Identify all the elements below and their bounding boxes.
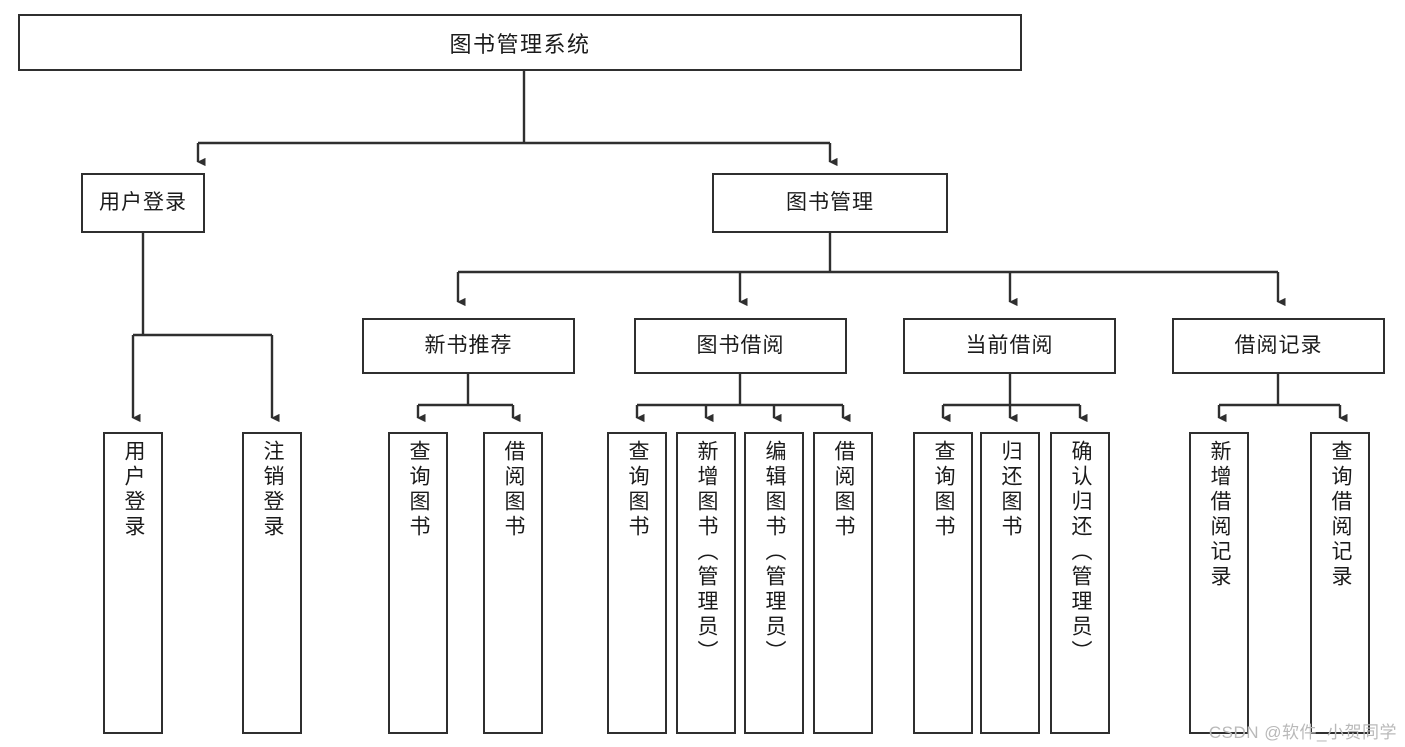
- node-label: 查询图书: [626, 440, 650, 540]
- node-label: 查询借阅记录: [1329, 440, 1353, 590]
- node-book-management[interactable]: 图书管理: [712, 173, 948, 233]
- node-label: 借阅图书: [832, 440, 856, 540]
- leaf-query-book-new[interactable]: 查询图书: [388, 432, 448, 734]
- node-label: 当前借阅: [965, 334, 1054, 358]
- leaf-add-book-admin[interactable]: 新增图书（管理员）: [676, 432, 736, 734]
- node-label: 用户登录: [99, 191, 187, 215]
- watermark: CSDN @软件_小贺同学: [1208, 723, 1397, 742]
- leaf-add-borrow-record[interactable]: 新增借阅记录: [1189, 432, 1249, 734]
- node-user-login[interactable]: 用户登录: [81, 173, 205, 233]
- node-label: 编辑图书（管理员）: [763, 440, 787, 665]
- node-label: 归还图书: [999, 440, 1023, 540]
- node-label: 图书管理系统: [449, 31, 591, 57]
- leaf-edit-book-admin[interactable]: 编辑图书（管理员）: [744, 432, 804, 734]
- node-label: 查询图书: [932, 440, 956, 540]
- node-label: 新增图书（管理员）: [695, 440, 719, 665]
- node-label: 图书借阅: [696, 334, 785, 358]
- node-label: 查询图书: [407, 440, 431, 540]
- node-book-borrow[interactable]: 图书借阅: [634, 318, 847, 374]
- node-label: 注销登录: [261, 440, 285, 540]
- leaf-query-book-current[interactable]: 查询图书: [913, 432, 973, 734]
- leaf-return-book[interactable]: 归还图书: [980, 432, 1040, 734]
- node-label: 借阅图书: [502, 440, 526, 540]
- node-label: 图书管理: [786, 191, 874, 215]
- node-label: 新增借阅记录: [1208, 440, 1232, 590]
- node-label: 新书推荐: [424, 334, 513, 358]
- leaf-query-book-borrow[interactable]: 查询图书: [607, 432, 667, 734]
- leaf-confirm-return-admin[interactable]: 确认归还（管理员）: [1050, 432, 1110, 734]
- leaf-query-borrow-record[interactable]: 查询借阅记录: [1310, 432, 1370, 734]
- leaf-borrow-book-new[interactable]: 借阅图书: [483, 432, 543, 734]
- leaf-user-login[interactable]: 用户登录: [103, 432, 163, 734]
- leaf-logout-login[interactable]: 注销登录: [242, 432, 302, 734]
- node-label: 确认归还（管理员）: [1069, 440, 1093, 665]
- leaf-borrow-book[interactable]: 借阅图书: [813, 432, 873, 734]
- node-label: 借阅记录: [1234, 334, 1323, 358]
- node-current-borrow[interactable]: 当前借阅: [903, 318, 1116, 374]
- node-borrow-record[interactable]: 借阅记录: [1172, 318, 1385, 374]
- node-root-system[interactable]: 图书管理系统: [18, 14, 1022, 71]
- node-label: 用户登录: [122, 440, 146, 540]
- node-new-book-recommend[interactable]: 新书推荐: [362, 318, 575, 374]
